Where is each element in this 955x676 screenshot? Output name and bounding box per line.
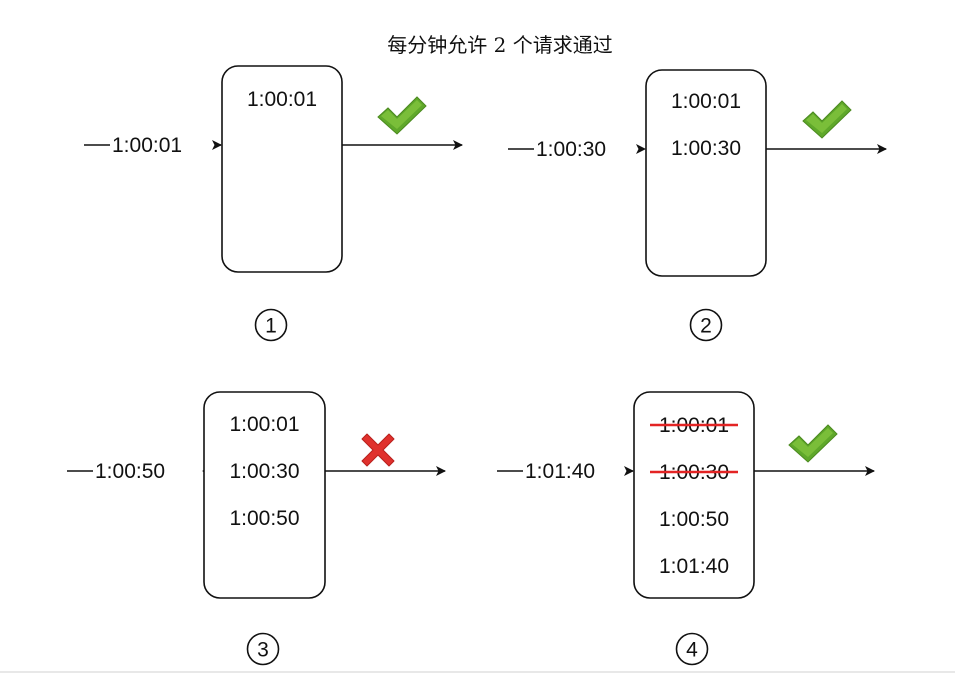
log-entry: 1:00:30 bbox=[229, 460, 299, 483]
log-entry: 1:01:40 bbox=[659, 555, 729, 578]
check-icon bbox=[788, 424, 838, 463]
incoming-request-label: 1:00:01 bbox=[112, 134, 182, 157]
check-icon bbox=[802, 100, 852, 139]
log-entry: 1:00:01 bbox=[671, 90, 741, 113]
log-entry: 1:00:30 bbox=[671, 137, 741, 160]
request-log-box bbox=[633, 391, 755, 599]
log-entry: 1:00:01 bbox=[247, 88, 317, 111]
panels: 1:00:011:00:0111:00:301:00:011:00:3021:0… bbox=[67, 65, 887, 666]
incoming-request-label: 1:00:50 bbox=[95, 460, 165, 483]
step-circle bbox=[675, 632, 709, 666]
log-entry: 1:00:01 bbox=[229, 413, 299, 436]
check-icon bbox=[377, 96, 427, 135]
panel-1: 1:00:01 1:00:01 1 bbox=[84, 65, 463, 342]
step-number: 1 bbox=[265, 315, 277, 338]
cross-icon bbox=[361, 433, 395, 467]
step-number: 4 bbox=[686, 639, 698, 662]
step-circle bbox=[689, 308, 723, 342]
incoming-request-label: 1:01:40 bbox=[525, 460, 595, 483]
panel-3: 1:00:50 1:00:01 1:00:30 1:00:50 3 bbox=[67, 391, 446, 666]
step-circle bbox=[254, 308, 288, 342]
log-entry: 1:00:50 bbox=[659, 508, 729, 531]
request-log-box bbox=[221, 65, 343, 273]
step-circle bbox=[246, 632, 280, 666]
request-log-box bbox=[203, 391, 326, 599]
step-number: 3 bbox=[257, 639, 269, 662]
panel-4: 1:01:401:00:011:00:301:00:501:01:404 bbox=[497, 391, 875, 666]
incoming-request-label: 1:00:30 bbox=[536, 138, 606, 161]
log-entry: 1:00:50 bbox=[229, 507, 299, 530]
panel-2: 1:00:30 1:00:01 1:00:30 2 bbox=[508, 69, 887, 342]
request-log-box bbox=[645, 69, 767, 277]
step-number: 2 bbox=[700, 315, 712, 338]
diagram-title: 每分钟允许 2 个请求通过 bbox=[387, 33, 612, 57]
